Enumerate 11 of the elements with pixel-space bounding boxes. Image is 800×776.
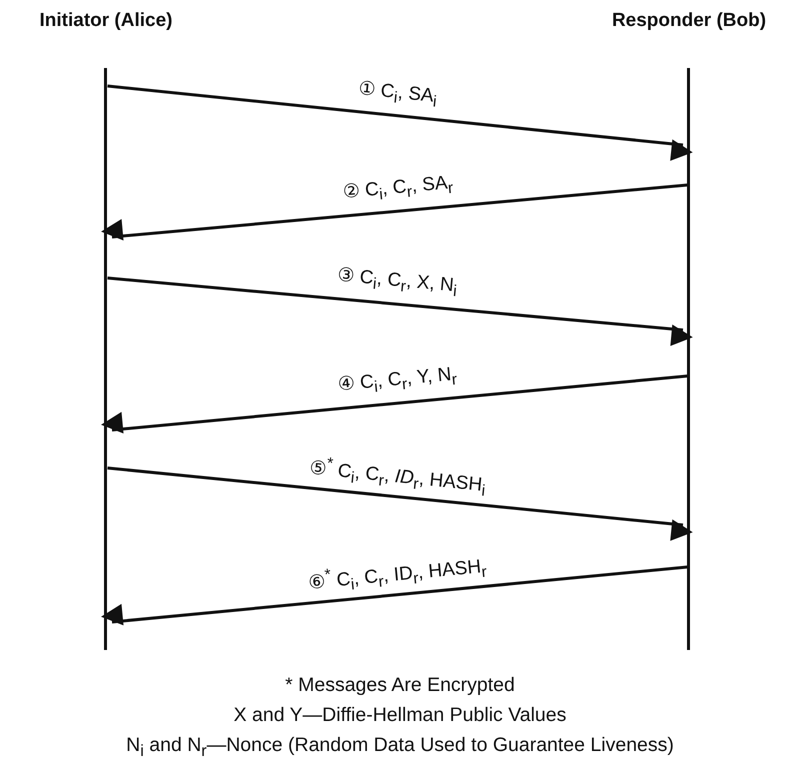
message-arrow [101,184,688,240]
message-arrow [101,566,688,626]
message-arrow [101,374,688,434]
message-arrow [107,276,693,346]
footnote: * Messages Are Encrypted [285,674,515,697]
message-arrow [107,84,693,161]
message-arrow [107,466,693,541]
footnote: N$_{i}$ and N$_{r}$—Nonce (Random Data Used to Guarantee Liveness) [126,734,674,761]
participant-heading: Initiator (Alice) [38,10,174,32]
participant-heading: Responder (Bob) [610,10,768,32]
footnote: X and Y—Diffie-Hellman Public Values [234,704,566,727]
